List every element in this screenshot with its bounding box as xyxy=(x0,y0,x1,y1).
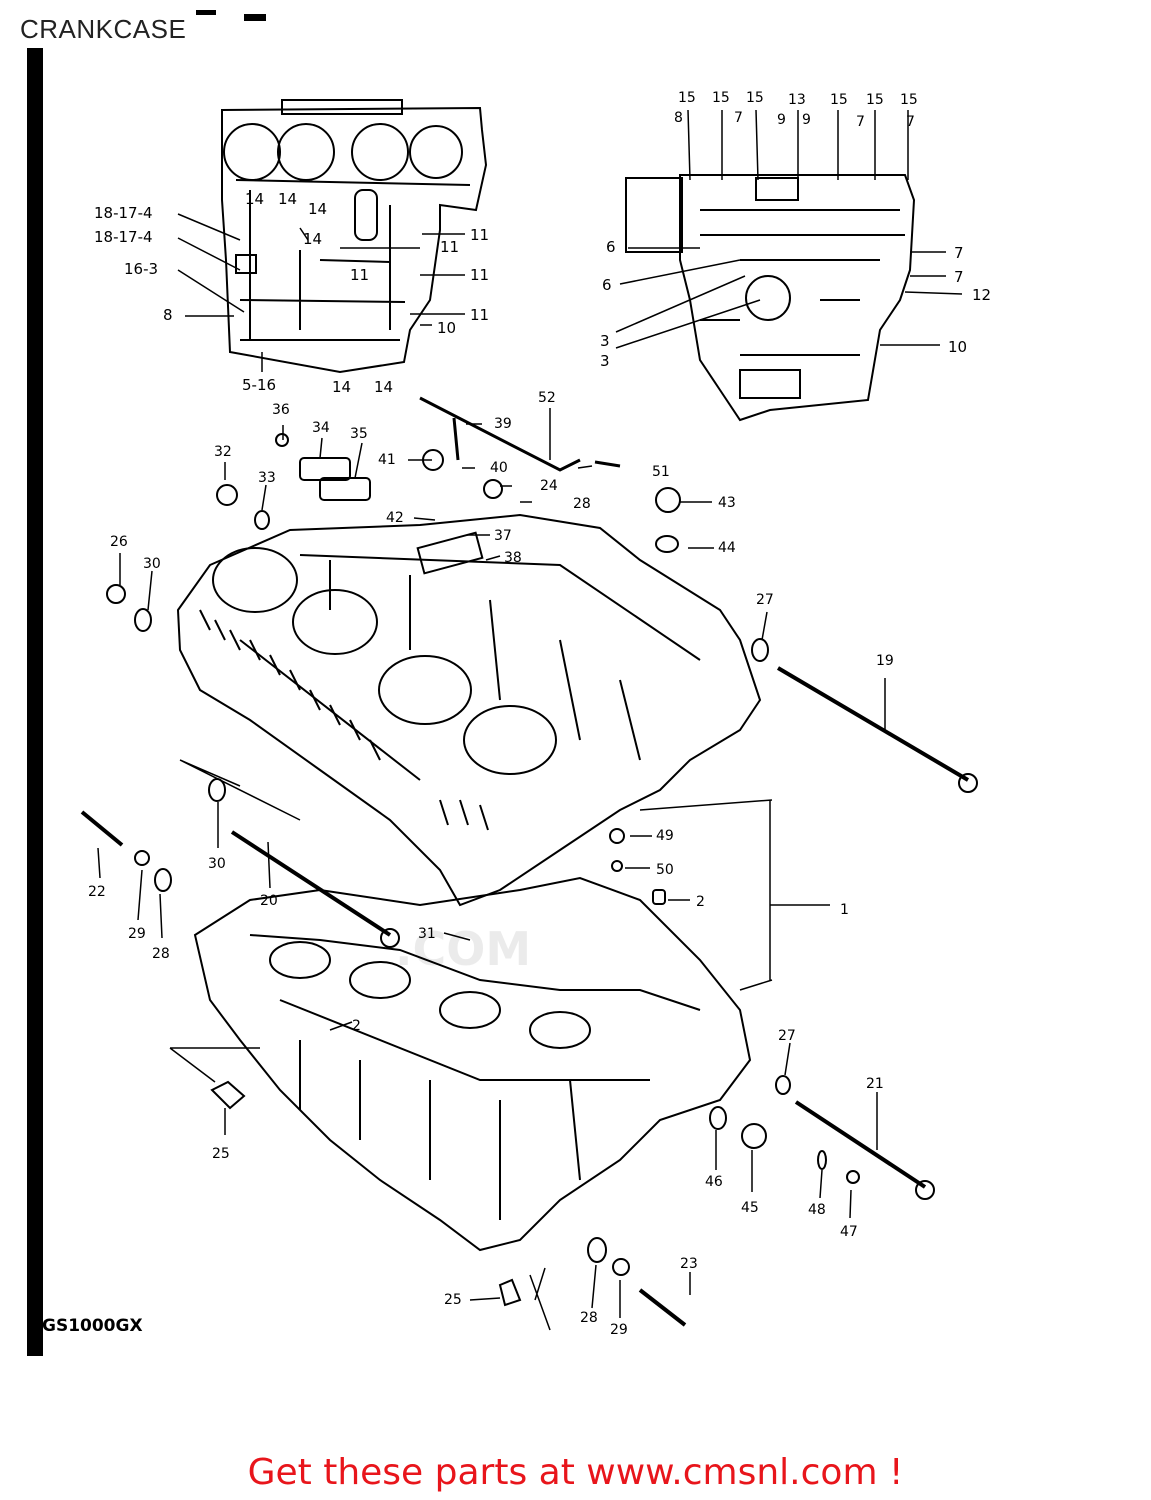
callout-13: 13 xyxy=(788,92,806,108)
watermark: .COM xyxy=(395,922,532,976)
callout-26: 26 xyxy=(110,534,128,550)
small-parts xyxy=(106,396,860,1307)
callout-10: 10 xyxy=(948,338,967,356)
footer-link[interactable]: Get these parts at www.cmsnl.com ! xyxy=(247,1452,904,1493)
callout-8: 8 xyxy=(163,306,173,324)
callout-7: 7 xyxy=(734,110,743,126)
callout-12: 12 xyxy=(972,286,991,304)
callout-11: 11 xyxy=(470,226,489,244)
callout-44: 44 xyxy=(718,540,736,556)
left-margin-rule xyxy=(27,48,43,1356)
callout-47: 47 xyxy=(840,1224,858,1240)
callout-9: 9 xyxy=(802,112,811,128)
callout-29: 29 xyxy=(128,926,146,942)
callout-14: 14 xyxy=(278,190,297,208)
callout-22: 22 xyxy=(88,884,106,900)
top-mark xyxy=(196,10,216,15)
callout-25: 25 xyxy=(212,1146,230,1162)
callout-28: 28 xyxy=(152,946,170,962)
crankcase-top-view xyxy=(221,99,488,374)
callouts: 18-17-4 18-17-4 16-3 8 5-16 14 14 14 14 … xyxy=(88,90,991,1338)
upper-crankcase xyxy=(176,513,762,907)
callout-15: 15 xyxy=(866,92,884,108)
callout-45: 45 xyxy=(741,1200,759,1216)
callout-6: 6 xyxy=(606,238,616,256)
callout-24: 24 xyxy=(540,478,558,494)
callout-14: 14 xyxy=(332,378,351,396)
callout-14: 14 xyxy=(374,378,393,396)
callout-19: 19 xyxy=(876,653,894,669)
callout-32: 32 xyxy=(214,444,232,460)
callout-15: 15 xyxy=(746,90,764,106)
callout-11: 11 xyxy=(470,266,489,284)
callout-23: 23 xyxy=(680,1256,698,1272)
callout-20: 20 xyxy=(260,893,278,909)
callout-40: 40 xyxy=(490,460,508,476)
callout-2: 2 xyxy=(696,894,705,910)
callout-11: 11 xyxy=(350,266,369,284)
callout-1: 1 xyxy=(840,902,849,918)
callout-15: 15 xyxy=(900,92,918,108)
lower-crankcase xyxy=(193,876,752,1252)
callout-7: 7 xyxy=(856,114,865,130)
callout-15: 15 xyxy=(678,90,696,106)
callout-28: 28 xyxy=(573,496,591,512)
callout-5-16: 5-16 xyxy=(242,376,276,394)
callout-7: 7 xyxy=(954,244,964,262)
callout-30: 30 xyxy=(208,856,226,872)
callout-14: 14 xyxy=(245,190,264,208)
leader-lines xyxy=(97,109,963,1331)
callout-10: 10 xyxy=(437,319,456,337)
callout-7: 7 xyxy=(954,268,964,286)
callout-11: 11 xyxy=(440,238,459,256)
callout-30: 30 xyxy=(143,556,161,572)
callout-14: 14 xyxy=(303,230,322,248)
callout-9: 9 xyxy=(777,112,786,128)
callout-34: 34 xyxy=(312,420,330,436)
page-title: CRANKCASE xyxy=(20,14,187,44)
callout-37: 37 xyxy=(494,528,512,544)
callout-3: 3 xyxy=(600,332,610,350)
callout-14: 14 xyxy=(308,200,327,218)
long-bolts xyxy=(80,666,978,1327)
callout-28: 28 xyxy=(580,1310,598,1326)
callout-35: 35 xyxy=(350,426,368,442)
callout-25: 25 xyxy=(444,1292,462,1308)
callout-15: 15 xyxy=(830,92,848,108)
exploded-parts-diagram: 18-17-4 18-17-4 16-3 8 5-16 14 14 14 14 … xyxy=(80,90,991,1338)
callout-42: 42 xyxy=(386,510,404,526)
callout-29: 29 xyxy=(610,1322,628,1338)
callout-50: 50 xyxy=(656,862,674,878)
callout-33: 33 xyxy=(258,470,276,486)
callout-27: 27 xyxy=(778,1028,796,1044)
callout-7: 7 xyxy=(906,114,915,130)
top-mark xyxy=(244,14,266,21)
callout-15: 15 xyxy=(712,90,730,106)
callout-2: 2 xyxy=(352,1018,361,1034)
callout-43: 43 xyxy=(718,495,736,511)
callout-3: 3 xyxy=(600,352,610,370)
callout-38: 38 xyxy=(504,550,522,566)
callout-11: 11 xyxy=(470,306,489,324)
callout-41: 41 xyxy=(378,452,396,468)
callout-36: 36 xyxy=(272,402,290,418)
callout-18-17-4: 18-17-4 xyxy=(94,228,153,246)
callout-8: 8 xyxy=(674,110,683,126)
crankcase-side-view xyxy=(625,174,916,422)
callout-51: 51 xyxy=(652,464,670,480)
callout-31: 31 xyxy=(418,926,436,942)
callout-39: 39 xyxy=(494,416,512,432)
callout-48: 48 xyxy=(808,1202,826,1218)
callout-16-3: 16-3 xyxy=(124,260,158,278)
callout-21: 21 xyxy=(866,1076,884,1092)
callout-52: 52 xyxy=(538,390,556,406)
callout-49: 49 xyxy=(656,828,674,844)
callout-6: 6 xyxy=(602,276,612,294)
callout-27: 27 xyxy=(756,592,774,608)
model-code: GS1000GX xyxy=(42,1316,143,1336)
callout-18-17-4: 18-17-4 xyxy=(94,204,153,222)
callout-46: 46 xyxy=(705,1174,723,1190)
